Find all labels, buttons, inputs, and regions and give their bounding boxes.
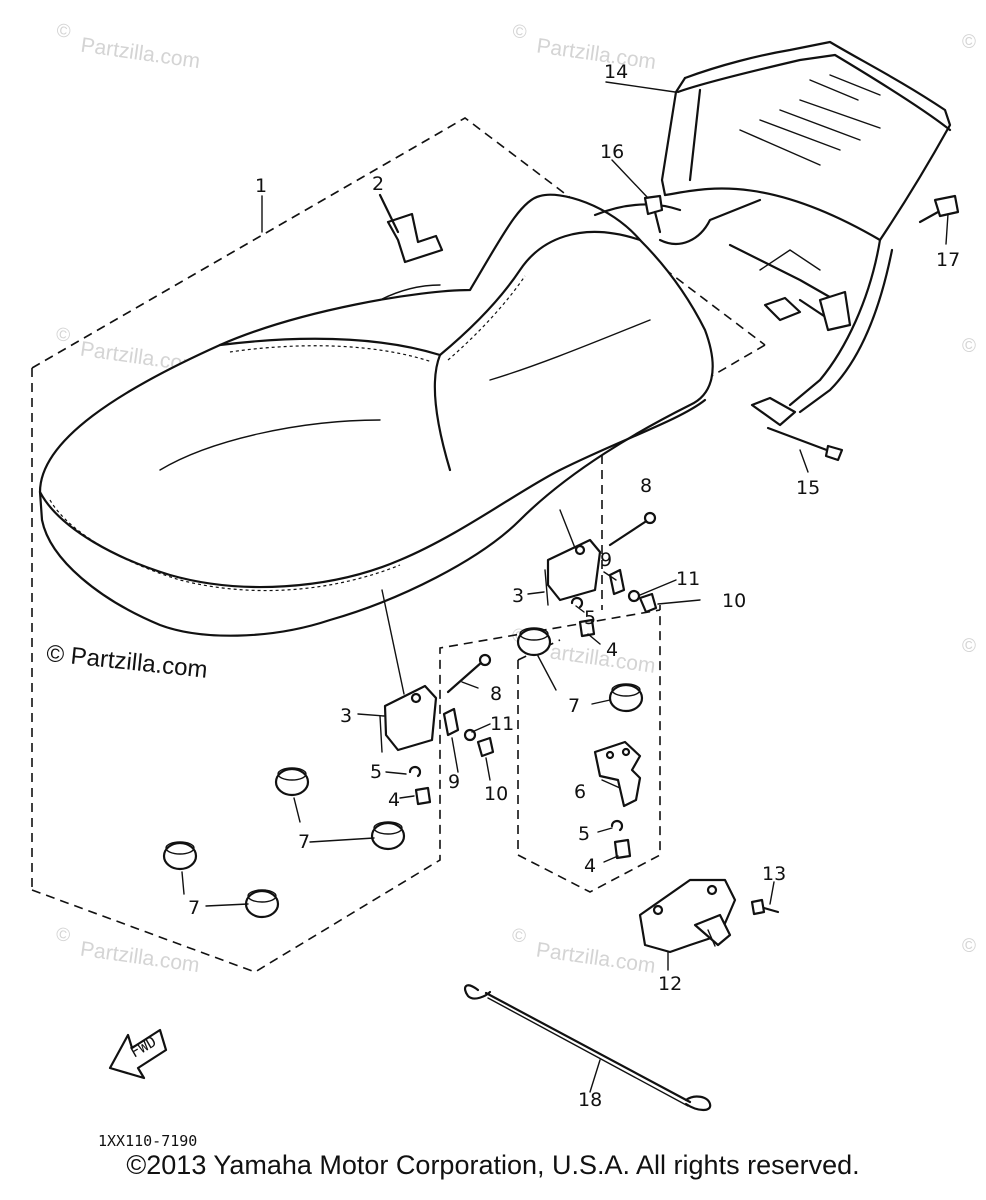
clip-5-lower xyxy=(408,765,422,778)
watermark-symbol: © xyxy=(55,324,72,347)
bolt-16 xyxy=(643,194,664,234)
bolt-10-upper xyxy=(638,592,658,614)
callout-7-b: 7 xyxy=(298,831,310,853)
diagram-part-code: 1XX110-7190 xyxy=(98,1132,197,1150)
callout-4-lower: 4 xyxy=(388,789,400,811)
callout-12: 12 xyxy=(658,973,682,995)
watermark: Partzilla.com xyxy=(79,34,201,74)
callout-11-upper: 11 xyxy=(676,568,700,590)
callout-6: 6 xyxy=(574,781,586,803)
callout-5-lock: 5 xyxy=(578,823,590,845)
watermark-symbol: © xyxy=(55,20,72,43)
callout-15: 15 xyxy=(796,477,820,499)
callout-9-lower: 9 xyxy=(448,771,460,793)
hinge-bracket-upper xyxy=(544,509,602,606)
callout-5-upper: 5 xyxy=(584,607,596,629)
seat xyxy=(38,193,714,637)
seat-strap xyxy=(378,193,444,264)
callout-7-c: 7 xyxy=(188,897,200,919)
screw-13 xyxy=(750,898,780,916)
watermark-symbol: © xyxy=(511,925,528,948)
callout-18: 18 xyxy=(578,1089,602,1111)
watermark: Partzilla.com xyxy=(535,638,657,678)
hinge-bracket-lower xyxy=(379,589,438,753)
clip-5-lock xyxy=(610,819,624,832)
washer-11-upper xyxy=(627,589,641,603)
callout-3-upper: 3 xyxy=(512,585,524,607)
callout-8-lower: 8 xyxy=(490,683,502,705)
watermark-symbol: © xyxy=(962,936,976,957)
callout-8-upper: 8 xyxy=(640,475,652,497)
watermark-symbol: © xyxy=(962,32,976,53)
seat-lock-cable xyxy=(464,984,712,1112)
callout-1: 1 xyxy=(255,175,267,197)
damper-7-a xyxy=(516,627,552,657)
damper-7-c xyxy=(274,767,310,797)
damper-7-e xyxy=(162,841,198,871)
seat-lock xyxy=(638,878,737,954)
callout-16: 16 xyxy=(600,141,624,163)
callout-9-upper: 9 xyxy=(600,549,612,571)
bolt-10-lower xyxy=(476,736,495,758)
watermark: Partzilla.com xyxy=(79,938,201,978)
callout-7-a: 7 xyxy=(568,695,580,717)
bolt-8-lower xyxy=(446,653,492,694)
callout-10-upper: 10 xyxy=(722,590,746,612)
callout-4-lock: 4 xyxy=(584,855,596,877)
callouts: 1 2 3 3 4 4 4 5 5 5 6 7 7 7 8 8 9 9 10 1… xyxy=(188,61,960,1111)
watermark-symbol: © xyxy=(511,21,528,44)
screw-4-upper xyxy=(578,618,596,638)
callout-11-lower: 11 xyxy=(490,713,514,735)
plate-9-lower xyxy=(442,707,460,737)
damper-7-f xyxy=(244,889,280,919)
bolt-8-upper xyxy=(608,511,657,547)
plate-9-upper xyxy=(608,568,626,596)
grab-bar-rack xyxy=(593,40,952,427)
damper-7-b xyxy=(608,683,644,713)
screw-4-lock xyxy=(613,838,632,860)
damper-7-d xyxy=(370,821,406,851)
callout-14: 14 xyxy=(604,61,628,83)
bolt-15 xyxy=(766,426,844,462)
copyright-footer: ©2013 Yamaha Motor Corporation, U.S.A. A… xyxy=(126,1150,860,1180)
watermark-symbol: © xyxy=(55,924,72,947)
leader-lines xyxy=(181,81,949,1093)
screw-4-lower xyxy=(414,786,432,806)
callout-4-upper: 4 xyxy=(606,639,618,661)
watermark: Partzilla.com xyxy=(535,34,657,74)
callout-13: 13 xyxy=(762,863,786,885)
watermark-symbol: © xyxy=(962,636,976,657)
clip-5-upper xyxy=(570,596,584,609)
watermark-symbol: © xyxy=(962,336,976,357)
callout-3-lower: 3 xyxy=(340,705,352,727)
callout-17: 17 xyxy=(936,249,960,271)
fwd-arrow: FWD xyxy=(108,1028,168,1080)
seat-lock-hook xyxy=(593,740,642,808)
callout-10-lower: 10 xyxy=(484,783,508,805)
watermark: Partzilla.com xyxy=(535,938,657,978)
callout-2: 2 xyxy=(372,173,384,195)
callout-5-lower: 5 xyxy=(370,761,382,783)
bolt-17 xyxy=(918,194,960,224)
